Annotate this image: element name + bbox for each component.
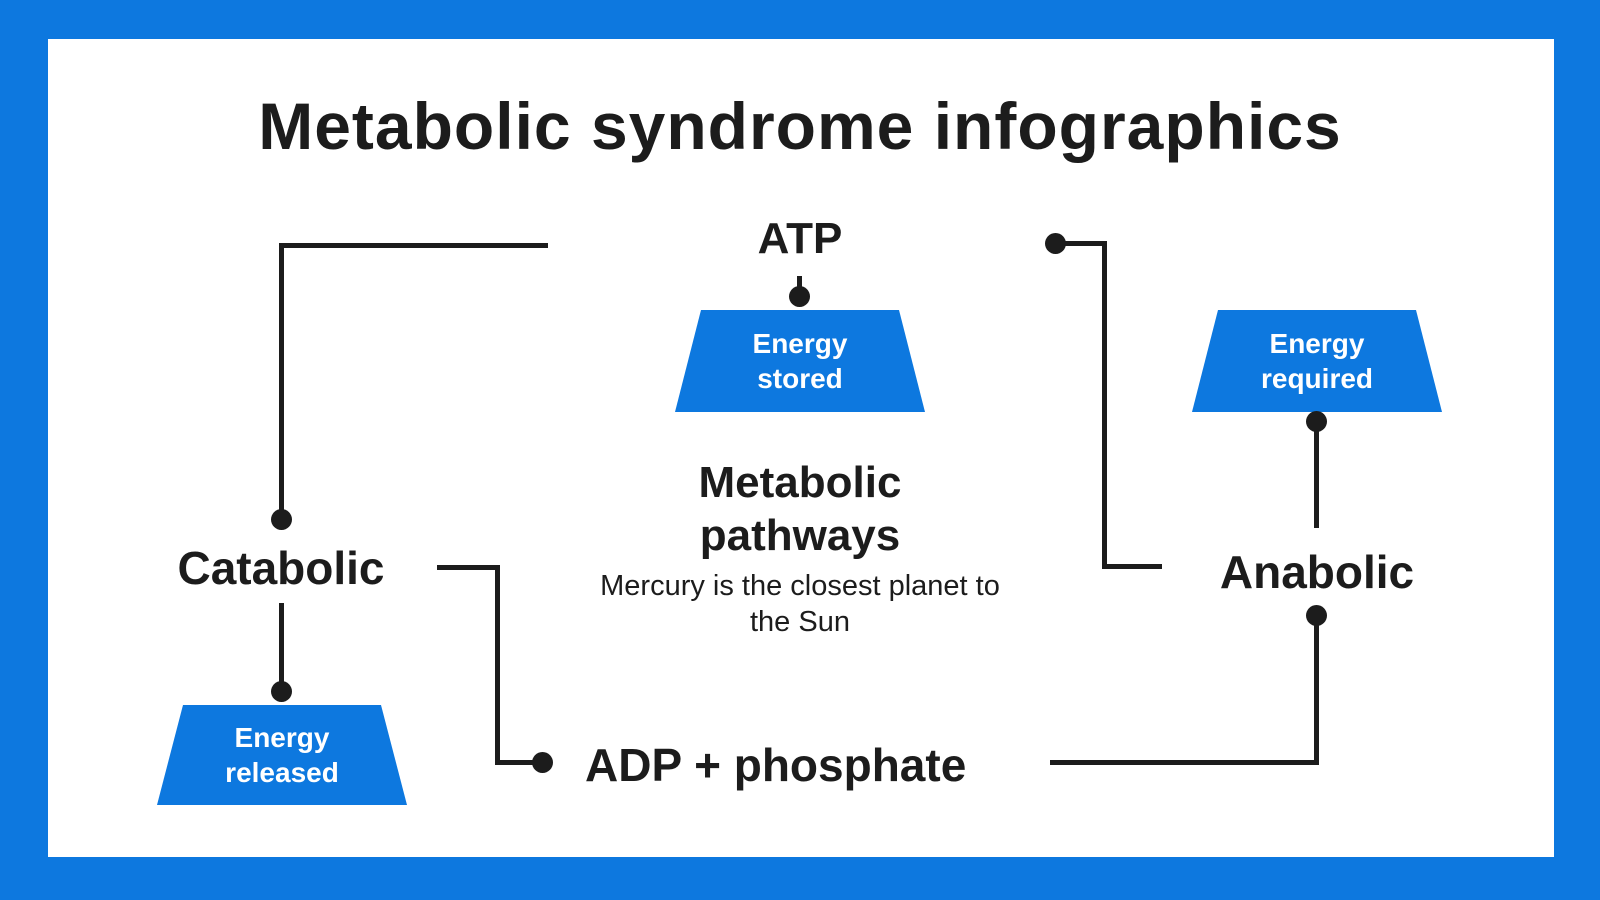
energy-released-label: Energy released [225, 722, 339, 788]
atp-connector-dot [789, 286, 810, 307]
energy-released-connector-dot [271, 681, 292, 702]
energy-required-to-anabolic-line [1314, 425, 1319, 528]
anabolic-left-line [1102, 564, 1162, 569]
catabolic-node-label: Catabolic [177, 542, 385, 594]
energy-stored-trapezoid: Energy stored [675, 310, 925, 412]
atp-to-anabolic-vertical-line [1102, 241, 1107, 569]
center-description: Mercury is the closest planet to the Sun [600, 570, 1000, 638]
anabolic-to-adp-vertical-line [1314, 618, 1319, 765]
catabolic-to-adp-bottom-line [495, 760, 537, 765]
adp-to-anabolic-bottom-line [1050, 760, 1319, 765]
adp-left-dot [532, 752, 553, 773]
atp-to-catabolic-top-line [279, 243, 548, 248]
catabolic-to-adp-vertical-line [495, 565, 500, 765]
energy-required-label: Energy required [1260, 328, 1374, 394]
anabolic-node-label: Anabolic [1219, 546, 1415, 598]
catabolic-right-line [437, 565, 500, 570]
atp-node-label: ATP [757, 214, 843, 263]
page-title: Metabolic syndrome infographics [258, 89, 1342, 163]
energy-required-trapezoid: Energy required [1192, 310, 1442, 412]
adp-node-label: ADP + phosphate [585, 739, 967, 791]
catabolic-to-energy-released-line [279, 603, 284, 685]
energy-released-trapezoid: Energy released [157, 705, 407, 805]
atp-to-catabolic-vertical-line [279, 243, 284, 511]
energy-stored-label: Energy stored [752, 328, 848, 394]
atp-right-dot [1045, 233, 1066, 254]
atp-to-energy-stored-line [797, 276, 802, 292]
energy-required-connector-dot [1306, 411, 1327, 432]
anabolic-bottom-dot [1306, 605, 1327, 626]
center-heading: Metabolic pathways [698, 458, 902, 560]
atp-to-anabolic-top-line [1056, 241, 1107, 246]
catabolic-top-dot [271, 509, 292, 530]
